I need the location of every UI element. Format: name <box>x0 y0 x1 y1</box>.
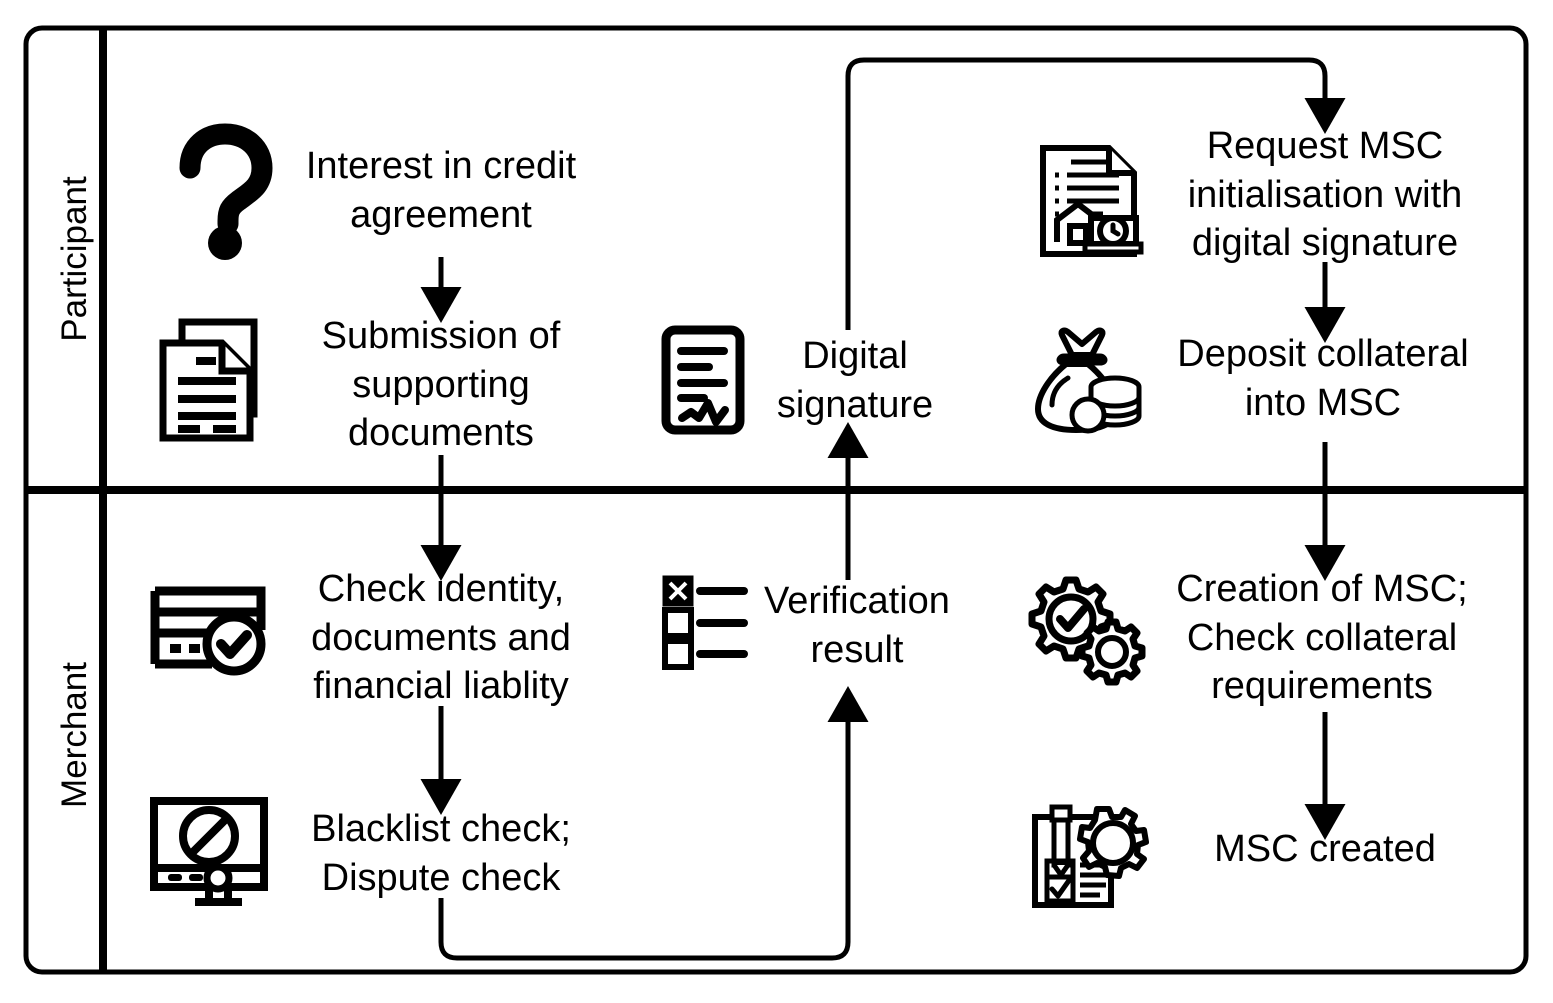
connector-layer <box>420 57 1346 961</box>
step-label-interest: Interest in credit agreement <box>305 145 577 236</box>
money-bag-coins-icon <box>1030 327 1142 437</box>
signed-document-icon <box>661 325 745 435</box>
step-label-verification-result: Verification result <box>764 580 950 671</box>
step-label-request-msc: Request MSC initialisation with digital … <box>1187 125 1463 265</box>
connector-digital-signature-to-request-msc <box>845 57 1346 330</box>
checklist-icon <box>662 575 750 670</box>
monitor-blocked-icon <box>149 796 275 908</box>
connector-blacklist-to-verification <box>438 686 869 961</box>
certificate-property-icon <box>1033 142 1144 260</box>
step-label-digital-signature: Digital signature <box>776 335 934 426</box>
id-card-check-icon <box>150 586 270 676</box>
step-label-submission: Submission of supporting documents <box>321 315 561 455</box>
outer-frame <box>23 25 1529 975</box>
clipboard-gear-icon <box>1030 804 1149 909</box>
step-label-deposit-collateral: Deposit collateral into MSC <box>1177 333 1469 424</box>
gears-check-icon <box>1028 576 1146 686</box>
step-label-check-identity: Check identity, documents and financial … <box>311 568 571 708</box>
step-label-creation-of-msc: Creation of MSC; Check collateral requir… <box>1176 568 1468 708</box>
question-mark-icon <box>170 123 276 260</box>
documents-stack-icon <box>158 317 274 443</box>
step-label-blacklist-check: Blacklist check; Dispute check <box>311 808 571 899</box>
lane-label-participant: Participant <box>55 176 94 342</box>
lane-label-merchant: Merchant <box>55 662 94 808</box>
swimlane-frame <box>23 25 1529 975</box>
step-label-msc-created: MSC created <box>1214 828 1436 870</box>
